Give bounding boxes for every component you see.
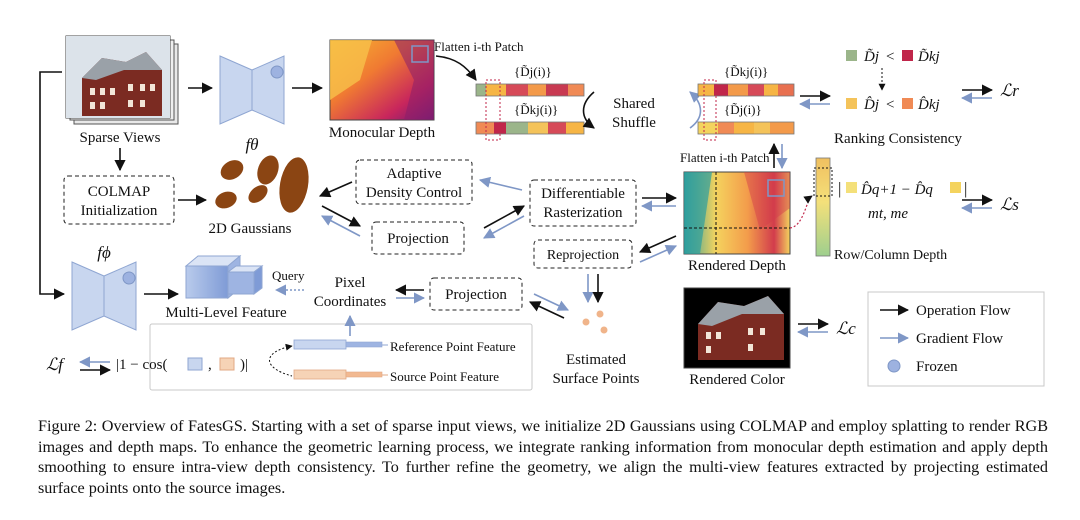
reference-feature-bar [293, 339, 388, 350]
gaussian-ellipses [215, 155, 309, 213]
projection-box-1 [371, 221, 465, 255]
multi-level-feature-label: Multi-Level Feature [165, 305, 287, 321]
rendered-color-image [683, 287, 791, 369]
shared-shuffle: Shared Shuffle [582, 91, 702, 131]
f-phi-label: fϕ [97, 243, 111, 262]
shared-shuffle-label-2: Shuffle [612, 115, 656, 131]
frozen-icon [122, 271, 136, 285]
patch-set-label-kj-right: {D̃kj(i)} [724, 64, 768, 79]
legend: Operation Flow Gradient Flow Frozen [867, 291, 1045, 387]
frozen-legend-icon [887, 359, 901, 373]
flatten-patch-label-mid: Flatten i-th Patch [680, 150, 770, 165]
rank-symbol-1a: D̃j [863, 49, 879, 65]
legend-operation-flow: Operation Flow [916, 303, 1011, 319]
network-f-phi [71, 261, 137, 331]
network-f-theta [219, 55, 285, 125]
loss-r: ℒr [1000, 81, 1019, 100]
shared-shuffle-label-1: Shared [613, 96, 655, 112]
loss-c: ℒc [836, 319, 856, 338]
patch-set-label-j: {D̃j(i)} [514, 64, 552, 79]
reprojection-box [533, 239, 633, 269]
row-column-depth-strip [813, 157, 833, 257]
estimated-label-2: Surface Points [552, 371, 639, 387]
rank-symbol-1b: D̃kj [917, 49, 940, 65]
legend-gradient-flow: Gradient Flow [916, 331, 1003, 347]
rank-less-than-2: < [886, 97, 894, 113]
rank-symbol-2b: D̂kj [917, 97, 940, 113]
ranking-consistency-label: Ranking Consistency [834, 131, 962, 147]
fatesgs-overview-diagram: Sparse Views fθ Monocular Depth Flatten … [39, 35, 1045, 391]
reprojection-label: Reprojection [547, 248, 619, 263]
sparse-views-label: Sparse Views [80, 130, 161, 146]
loss-s: ℒs [1000, 195, 1019, 214]
f-theta-label: fθ [245, 135, 258, 154]
formula-bar-left: | [838, 179, 841, 198]
monocular-depth-label: Monocular Depth [329, 125, 436, 141]
projection-label-1: Projection [387, 231, 449, 247]
legend-frozen: Frozen [916, 359, 958, 375]
feature-panel [149, 323, 533, 391]
rank-symbol-2a: D̂j [863, 97, 879, 113]
adc-label-1: Adaptive [387, 166, 442, 182]
multi-level-feature-cubes [184, 254, 264, 300]
adc-label-2: Density Control [366, 185, 462, 201]
colmap-initialization-box [63, 175, 175, 225]
formula-bar-right: | [964, 179, 967, 198]
colmap-label-1: COLMAP [88, 184, 151, 200]
mask-formula-text: mt, me [868, 206, 908, 222]
patch-set-label-kj: {D̃kj(i)} [514, 102, 558, 117]
depth-formula-text: D̂q+1 − D̂q [860, 182, 933, 198]
rendered-depth-image [683, 171, 791, 255]
row-col-depth-label: Row/Column Depth [834, 248, 947, 263]
rendered-depth-label: Rendered Depth [688, 258, 786, 274]
surface-points [582, 310, 608, 334]
monocular-depth-image [329, 39, 435, 121]
estimated-label-1: Estimated [566, 352, 626, 368]
rasterization-label-1: Differentiable [541, 186, 625, 202]
depth-smoothing-formula: | D̂q+1 − D̂q | mt, me [838, 179, 967, 222]
cosine-loss-formula: ℒf |1 − cos( , )| [46, 355, 248, 374]
loss-f: ℒf [46, 355, 65, 374]
rank-less-than-1: < [886, 49, 894, 65]
rasterization-label-2: Rasterization [543, 205, 623, 221]
source-feature-bar [293, 369, 388, 380]
ranking-consistency: D̃j < D̃kj D̂j < D̂kj [846, 49, 940, 113]
frozen-icon [270, 65, 284, 79]
differentiable-rasterization-box [529, 179, 637, 227]
rendered-color-label: Rendered Color [689, 372, 784, 388]
reference-point-feature-label: Reference Point Feature [390, 339, 516, 354]
cos-formula-close: )| [240, 357, 248, 373]
flatten-patch-label-top: Flatten i-th Patch [434, 39, 524, 54]
pixel-coords-label-1: Pixel [335, 275, 366, 291]
projection-box-2 [429, 277, 523, 311]
query-label: Query [272, 268, 305, 283]
adaptive-density-control-box [355, 159, 473, 205]
depth-patch-strips-right: {D̃kj(i)} {D̃j(i)} [697, 64, 795, 141]
colmap-label-2: Initialization [81, 203, 158, 219]
patch-set-label-j-right: {D̃j(i)} [724, 102, 762, 117]
projection-label-2: Projection [445, 287, 507, 303]
gaussians-label: 2D Gaussians [209, 221, 292, 237]
flow-arrows [39, 55, 994, 376]
depth-patch-strips-left: {D̃j(i)} {D̃kj(i)} [475, 64, 585, 141]
sparse-views-stack [65, 35, 179, 125]
cos-formula-comma: , [208, 357, 212, 373]
pixel-coords-label-2: Coordinates [314, 294, 387, 310]
source-point-feature-label: Source Point Feature [390, 369, 499, 384]
figure-caption: Figure 2: Overview of FatesGS. Starting … [38, 417, 1048, 497]
cos-formula-open: |1 − cos( [116, 357, 167, 373]
